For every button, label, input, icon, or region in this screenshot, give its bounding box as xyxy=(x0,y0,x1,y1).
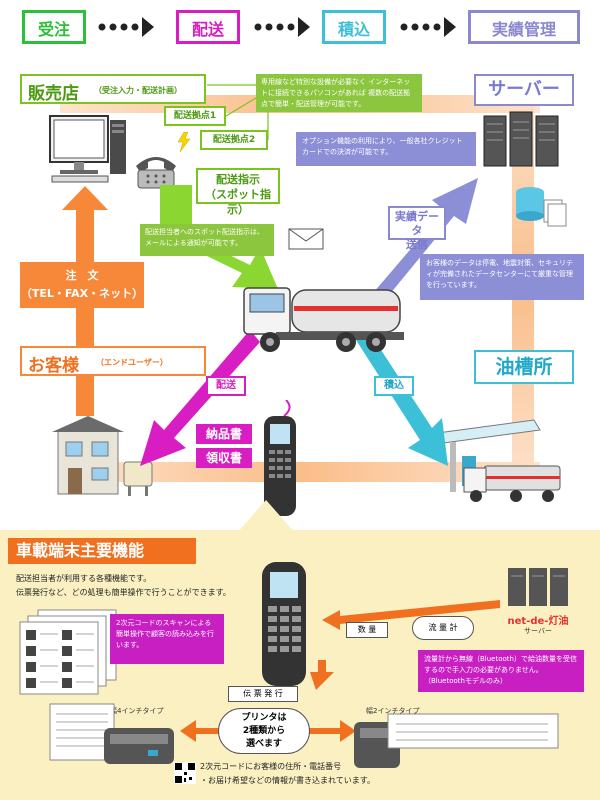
printer-2inch-icon xyxy=(354,713,559,768)
slip-issue-label: 伝 票 発 行 xyxy=(228,686,298,702)
server-note: オプション機能の利用により、一般各社クレジット カードでの決済が可能です。 xyxy=(296,132,476,166)
flowmeter-label: 流 量 計 xyxy=(412,616,474,640)
arrow-dots-icon xyxy=(98,17,154,37)
printer-choice: プリンタは 2種類から 選べます xyxy=(218,708,310,754)
lightning-icon xyxy=(177,132,191,152)
shop-title-box: 販売店 （受注入力・配送計画） xyxy=(20,74,206,104)
dispatch-title: 配送指示 （スポット指示） xyxy=(196,168,280,216)
bottom-note-line2: ・お届け希望などの情報が書き込まれています。 xyxy=(200,776,375,785)
order-label-line2: （TEL・FAX・ネット） xyxy=(20,287,144,300)
step-delivery: 配送 xyxy=(176,10,240,44)
customer-title: お客様 xyxy=(28,356,79,376)
connector-lines xyxy=(207,84,269,140)
server-rack-icon xyxy=(483,111,559,167)
desktop-computer-icon xyxy=(49,115,126,183)
dispatch-title-line1: 配送指示 xyxy=(216,173,260,186)
bluetooth-note: 流量計から無線（Bluetooth）で給油数量を受信するので手入力の必要がありま… xyxy=(418,650,584,692)
step-results-management: 実績管理 xyxy=(468,10,580,44)
loading-label: 積込 xyxy=(374,376,414,396)
base1-label: 配送拠点1 xyxy=(164,106,226,126)
features-intro-line2: 伝票発行など、どの処理も簡単操作で行うことができます。 xyxy=(16,588,231,597)
delivery-label: 配送 xyxy=(206,376,246,396)
receipt-label: 領収書 xyxy=(196,448,252,468)
quantity-label: 数 量 xyxy=(346,622,388,638)
features-pointer xyxy=(236,500,296,534)
features-title: 車載端末主要機能 xyxy=(8,538,196,564)
server-sub-label: サーバー xyxy=(524,627,552,635)
dispatch-title-line2: （スポット指示） xyxy=(205,188,271,216)
gas-station-icon xyxy=(429,419,561,502)
results-label-line1: 実績データ xyxy=(395,210,439,237)
features-intro-line1: 配送担当者が利用する各種機能です。 xyxy=(16,574,152,583)
document-stack-icon xyxy=(19,609,117,695)
server-title-box: サーバー xyxy=(474,74,574,106)
arrow-dots-icon xyxy=(254,17,310,37)
results-label-line2: 送信 xyxy=(406,238,428,251)
printer-choice-line3: 選べます xyxy=(245,739,282,749)
base2-label: 配送拠点2 xyxy=(200,130,268,150)
results-label: 実績データ 送信 xyxy=(388,206,446,251)
printer-choice-line2: 2種類から xyxy=(242,726,286,736)
customer-subtitle: （エンドユーザー） xyxy=(96,358,168,367)
server-small-icon xyxy=(508,568,568,606)
shop-title: 販売店 xyxy=(28,84,79,104)
customer-title-box: お客様 （エンドユーザー） xyxy=(20,346,206,376)
house-icon xyxy=(52,416,153,496)
qr-scan-note: 2次元コードのスキャンによる簡単操作で顧客の読み込みを行います。 xyxy=(110,614,224,664)
invoice-label: 納品書 xyxy=(196,424,252,444)
arrow-dots-icon xyxy=(400,17,456,37)
database-icon xyxy=(516,187,567,227)
order-label: 注 文 （TEL・FAX・ネット） xyxy=(20,262,144,308)
dispatch-arrow xyxy=(160,185,278,289)
net-de-toyu-label: net-de-灯油 xyxy=(507,616,569,627)
order-label-line1: 注 文 xyxy=(65,269,99,282)
oiltank-title-box: 油槽所 xyxy=(474,350,574,384)
handheld-terminal-icon xyxy=(264,400,296,516)
dispatch-note: 配送担当者へのスポット配送指示は、 メールによる通知が可能です。 xyxy=(140,224,274,256)
bottom-note-line1: 2次元コードにお客様の住所・電話番号 xyxy=(200,762,342,771)
delivery-arrow xyxy=(140,330,260,466)
tank-truck-icon xyxy=(243,287,404,352)
handheld-terminal-large-icon xyxy=(262,562,306,686)
printer-4inch-icon xyxy=(49,703,174,764)
printer-choice-line1: プリンタは xyxy=(241,713,287,723)
step-order: 受注 xyxy=(22,10,86,44)
qr-code-icon xyxy=(174,762,196,784)
telephone-icon xyxy=(136,157,176,189)
printer-4inch-label: 幅4インチタイプ xyxy=(110,707,164,715)
shop-subtitle: （受注入力・配送計画） xyxy=(94,86,182,95)
shop-note: 専用線など特別な設備が必要なく インターネットに接続できるパソコンがあれば 複数… xyxy=(256,74,422,112)
printer-2inch-label: 幅2インチタイプ xyxy=(366,707,420,715)
step-loading: 積込 xyxy=(322,10,386,44)
results-note: お客様のデータは停電、地震対策、セキュリティが完備されたデータセンターにて厳重な… xyxy=(420,254,584,300)
loading-arrow xyxy=(356,330,448,466)
mail-envelope-icon xyxy=(288,228,324,250)
